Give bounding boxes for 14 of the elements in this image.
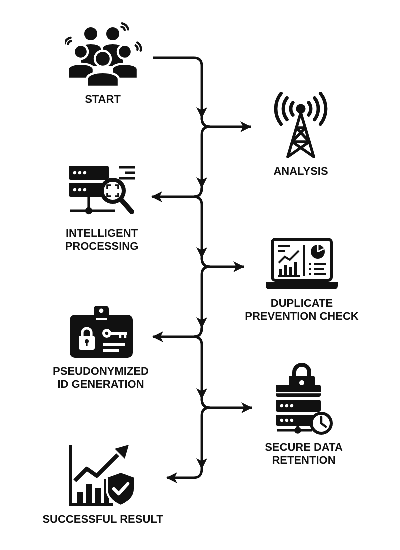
step-label: INTELLIGENT PROCESSING bbox=[64, 228, 140, 254]
step-label: ANALYSIS bbox=[274, 166, 328, 179]
flow-arrow bbox=[152, 328, 204, 342]
step-label: START bbox=[85, 94, 121, 107]
flow-arrow bbox=[153, 56, 208, 119]
flow-arrow bbox=[200, 118, 252, 132]
flow-arrow bbox=[151, 188, 204, 202]
step-label: SECURE DATA RETENTION bbox=[264, 442, 344, 468]
flow-arrow bbox=[200, 398, 253, 414]
flow-arrow bbox=[166, 468, 204, 484]
step-label: PSEUDONYMIZED ID GENERATION bbox=[52, 366, 150, 392]
step-label: SUCCESSFUL RESULT bbox=[42, 514, 164, 527]
step-label: DUPLICATE PREVENTION CHECK bbox=[244, 298, 360, 324]
flow-arrow bbox=[200, 258, 245, 272]
